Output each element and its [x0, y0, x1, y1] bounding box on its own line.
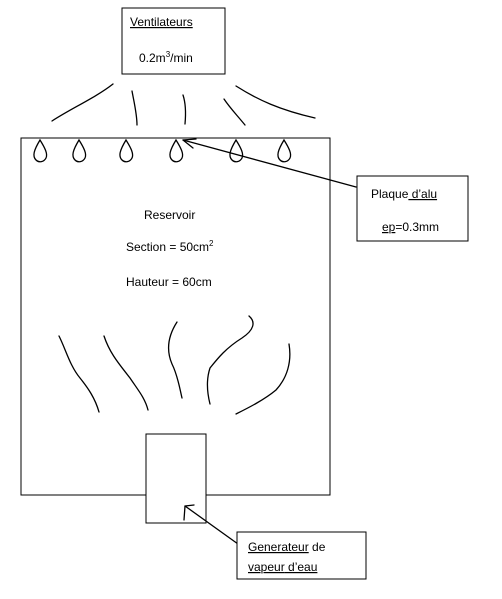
plate-thickness: ep=0.3mm — [382, 220, 439, 234]
vapour-line — [235, 343, 291, 415]
air-line — [182, 94, 187, 125]
vapour-line — [206, 315, 254, 405]
air-line — [223, 98, 246, 126]
vapour-lines — [58, 315, 291, 415]
generator-label-box — [236, 531, 367, 580]
plate-label-box — [356, 175, 469, 242]
drop-icon — [119, 138, 134, 163]
drop-icon — [33, 138, 48, 163]
plate-arrow — [182, 138, 357, 188]
tank-height: Hauteur = 60cm — [126, 275, 212, 289]
vapour-line — [58, 335, 100, 413]
drop-icon — [169, 138, 184, 163]
generator-arrow — [183, 504, 239, 545]
generator-label-line1: Generateur de — [248, 540, 326, 554]
air-flow-lines — [51, 83, 316, 126]
fan-flow-rate: 0.2m3/min — [139, 50, 193, 65]
air-line — [235, 85, 316, 119]
plate-title: Plaque d’alu — [371, 187, 437, 201]
vapour-line — [167, 321, 183, 399]
fan-title: Ventilateurs — [130, 15, 193, 29]
air-line — [131, 90, 138, 126]
tank-name: Reservoir — [144, 208, 195, 222]
vapour-generator — [145, 433, 207, 524]
drop-icon — [277, 138, 292, 163]
air-line — [51, 83, 114, 122]
drop-icon — [72, 138, 87, 163]
vapour-line — [103, 335, 149, 411]
generator-label-line2: vapeur d’eau — [248, 560, 317, 574]
fan-box — [121, 7, 226, 75]
tank-section: Section = 50cm2 — [126, 239, 214, 254]
